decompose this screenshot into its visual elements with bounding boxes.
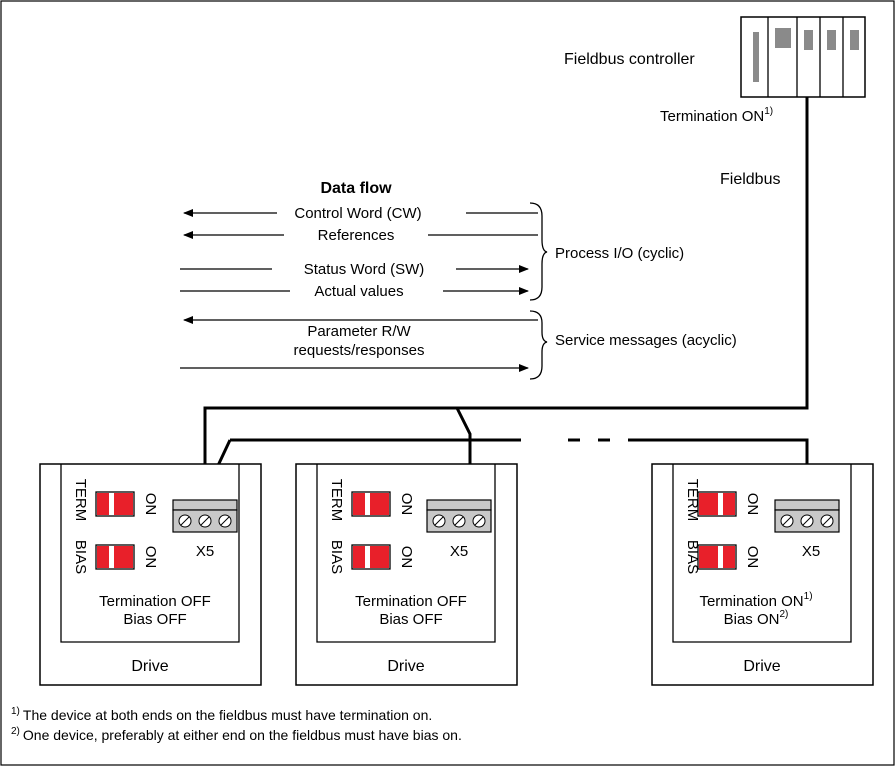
drive-1: Drive TERM BIAS ON ON X5 Termination OFF… (39, 463, 262, 686)
controller-module-slot (804, 30, 813, 50)
service-messages-label: Service messages (acyclic) (555, 332, 737, 349)
fieldbus-cable (203, 97, 809, 500)
bias-switch-label: BIAS (328, 540, 345, 574)
screw-terminal-icon (452, 514, 466, 528)
term-on-label: ON (142, 493, 159, 516)
term-switch-label: TERM (72, 479, 89, 522)
connector-label: X5 (450, 543, 468, 560)
screw-terminal-icon (178, 514, 192, 528)
connector-label: X5 (196, 543, 214, 560)
drive-label: Drive (387, 658, 424, 675)
footnote-1: 1)The device at both ends on the fieldbu… (11, 706, 432, 723)
x5-connector (426, 499, 492, 533)
drive-inner-frame (672, 464, 852, 643)
screw-terminal-icon (432, 514, 446, 528)
process-io-label: Process I/O (cyclic) (555, 245, 684, 262)
actual-values-label: Actual values (314, 283, 403, 300)
bias-dip-switch[interactable] (351, 544, 391, 570)
termination-status: Termination ON1) (699, 591, 812, 610)
bias-switch-label: BIAS (684, 540, 701, 574)
bias-status: Bias ON2) (724, 609, 789, 628)
drive-inner-frame (316, 464, 496, 643)
bias-switch-label: BIAS (72, 540, 89, 574)
term-dip-switch[interactable] (351, 491, 391, 517)
data-flow-title: Data flow (320, 180, 392, 197)
x5-connector (172, 499, 238, 533)
connector-label: X5 (802, 543, 820, 560)
x5-connector (774, 499, 840, 533)
bias-status: Bias OFF (123, 611, 186, 628)
screw-terminal-icon (198, 514, 212, 528)
screw-terminal-icon (800, 514, 814, 528)
requests-responses-label: requests/responses (294, 342, 425, 359)
drive-label: Drive (131, 658, 168, 675)
term-switch-label: TERM (684, 479, 701, 522)
bias-dip-switch[interactable] (95, 544, 135, 570)
bias-on-label: ON (744, 546, 761, 569)
fieldbus-label: Fieldbus (720, 171, 780, 188)
bias-dip-switch[interactable] (697, 544, 737, 570)
status-word-label: Status Word (SW) (304, 261, 425, 278)
term-on-label: ON (744, 493, 761, 516)
bias-on-label: ON (142, 546, 159, 569)
drive-inner-frame (60, 464, 240, 643)
controller-module-slot (775, 28, 791, 48)
process-io-brace (529, 202, 548, 301)
bias-status: Bias OFF (379, 611, 442, 628)
controller-label: Fieldbus controller (564, 51, 695, 68)
screw-terminal-icon (780, 514, 794, 528)
controller-module-slot (827, 30, 836, 50)
parameter-rw-label: Parameter R/W (307, 323, 411, 340)
term-dip-switch[interactable] (95, 491, 135, 517)
bias-on-label: ON (398, 546, 415, 569)
drive-label: Drive (743, 658, 780, 675)
term-switch-label: TERM (328, 479, 345, 522)
term-on-label: ON (398, 493, 415, 516)
references-label: References (318, 227, 395, 244)
drive-2: Drive TERM BIAS ON ON X5 Termination OFF… (295, 463, 518, 686)
control-word-label: Control Word (CW) (294, 205, 421, 222)
drive-3: Drive TERM BIAS ON ON X5 Termination ON1… (651, 463, 874, 686)
controller-rack (740, 16, 866, 98)
screw-terminal-icon (218, 514, 232, 528)
screw-terminal-icon (472, 514, 486, 528)
fieldbus-controller (740, 16, 866, 98)
termination-status: Termination OFF (355, 593, 467, 610)
footnote-2: 2)One device, preferably at either end o… (11, 726, 462, 743)
controller-module-slot (753, 32, 759, 82)
screw-terminal-icon (820, 514, 834, 528)
controller-module-slot (850, 30, 859, 50)
termination-status: Termination OFF (99, 593, 211, 610)
service-messages-brace (529, 310, 548, 380)
term-dip-switch[interactable] (697, 491, 737, 517)
controller-termination: Termination ON1) (660, 106, 773, 125)
